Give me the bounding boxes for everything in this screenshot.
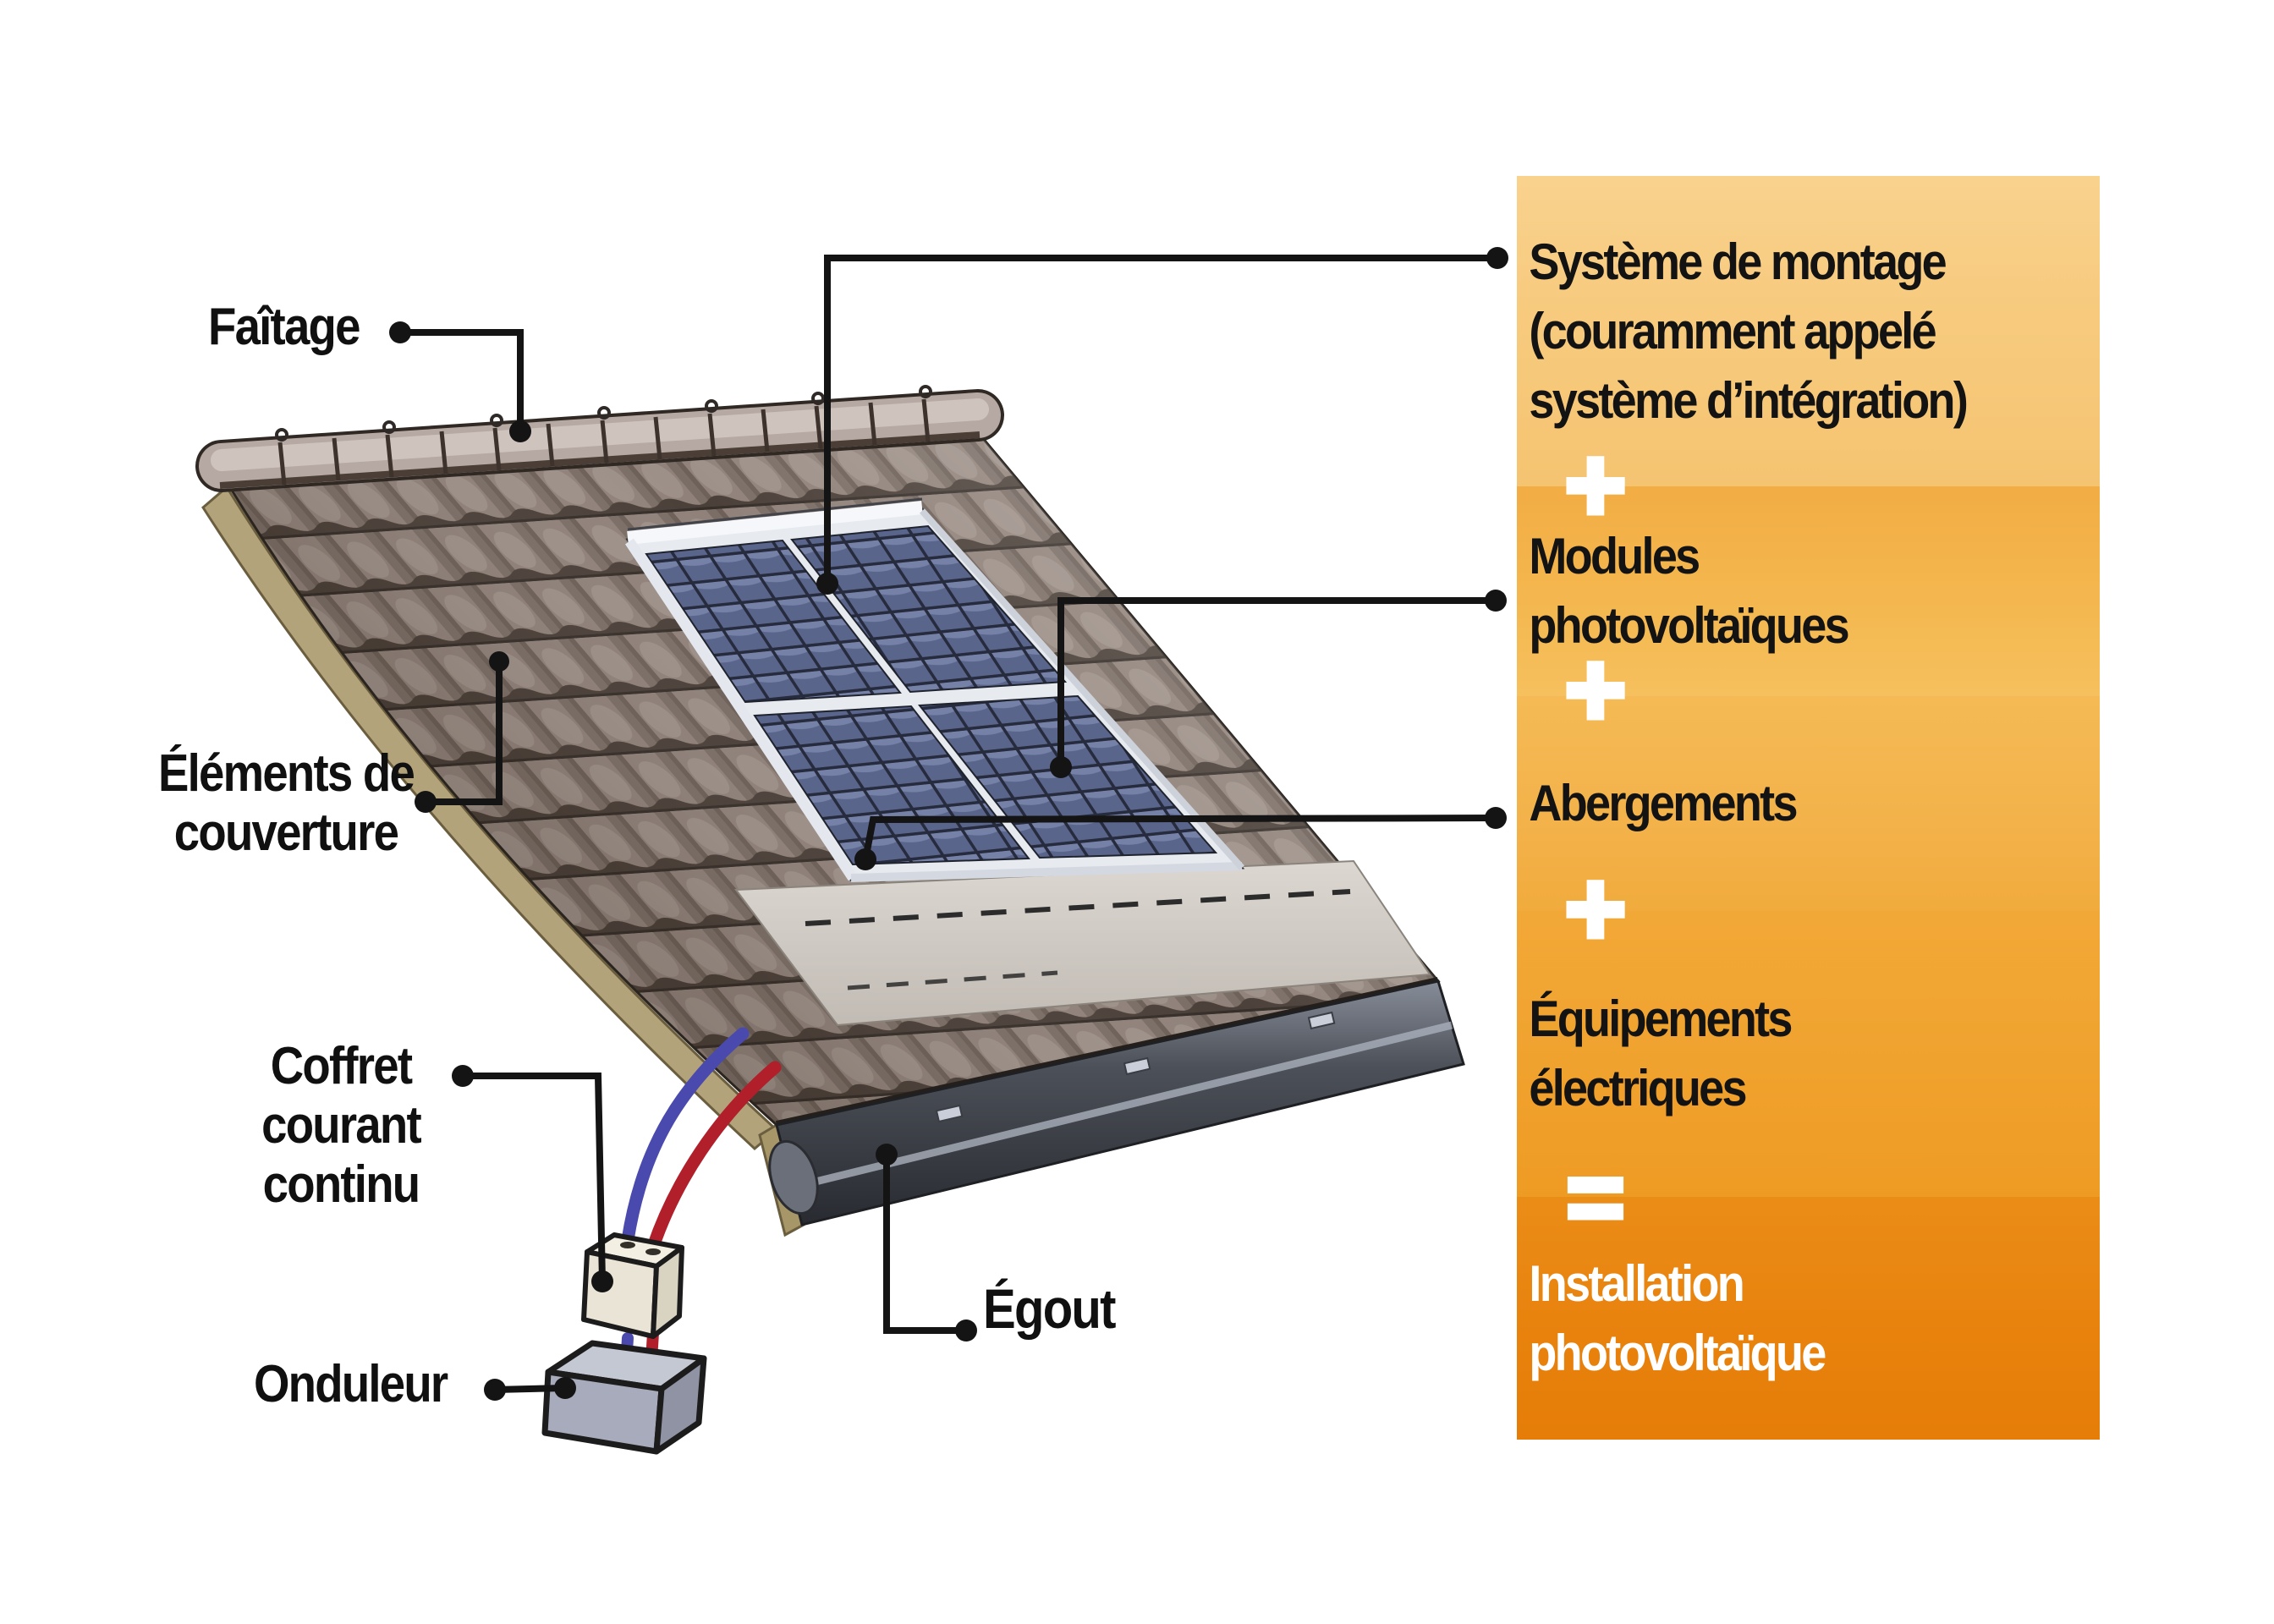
label-onduleur: Onduleur (254, 1355, 448, 1413)
panel-section-systeme-montage: Système de montage (couramment appelé sy… (1517, 176, 2100, 486)
panel-section-modules: Modules photovoltaïques (1517, 486, 2100, 696)
summary-panel: Système de montage (couramment appelé sy… (1517, 176, 2100, 1440)
dc-cable-blue (621, 1027, 750, 1247)
gable-edge (201, 485, 779, 1151)
panel-section-abergements-text: Abergements (1529, 775, 1798, 831)
connector-abergements (854, 807, 1507, 870)
connector-elements-couverture (415, 651, 509, 813)
dc-cable-red (646, 1061, 782, 1254)
panel-section-modules-text: Modules photovoltaïques (1529, 528, 1849, 654)
plus-icon: + (1562, 427, 1629, 544)
plus-icon: + (1562, 632, 1629, 749)
inverter-box (541, 1340, 707, 1455)
mounting-rails (624, 497, 1244, 882)
panel-section-systeme-montage-text: Système de montage (couramment appelé sy… (1529, 233, 1968, 429)
connector-faitage (389, 321, 531, 442)
ridge-tiles (195, 385, 1004, 492)
solar-module (645, 539, 902, 704)
connector-coffret (452, 1065, 613, 1292)
panel-section-abergements: Abergements (1517, 696, 2100, 911)
ridge-hooks (275, 385, 932, 442)
connector-onduleur (484, 1377, 576, 1401)
solar-module (753, 705, 1030, 866)
panel-section-installation: Installation photovoltaïque (1517, 1197, 2100, 1440)
plus-icon: + (1562, 851, 1629, 968)
label-faitage: Faîtage (208, 298, 360, 356)
connector-systeme-montage (816, 247, 1508, 595)
solar-module (790, 524, 1068, 694)
label-elements-couverture: Éléments de couverture (157, 744, 415, 862)
connector-egout (876, 1144, 977, 1341)
panel-section-equipements: Équipements électriques (1517, 911, 2100, 1197)
gutter (768, 979, 1465, 1226)
gutter-clips (935, 1011, 1336, 1123)
ridge-cap-joints (277, 398, 931, 486)
panel-section-equipements-text: Équipements électriques (1529, 990, 1793, 1116)
label-egout: Égout (983, 1277, 1116, 1340)
equals-icon: = (1563, 1142, 1628, 1254)
label-coffret-courant-continu: Coffret courant continu (261, 1037, 422, 1214)
panel-section-installation-text: Installation photovoltaïque (1529, 1254, 1826, 1381)
connector-modules (1050, 590, 1507, 778)
